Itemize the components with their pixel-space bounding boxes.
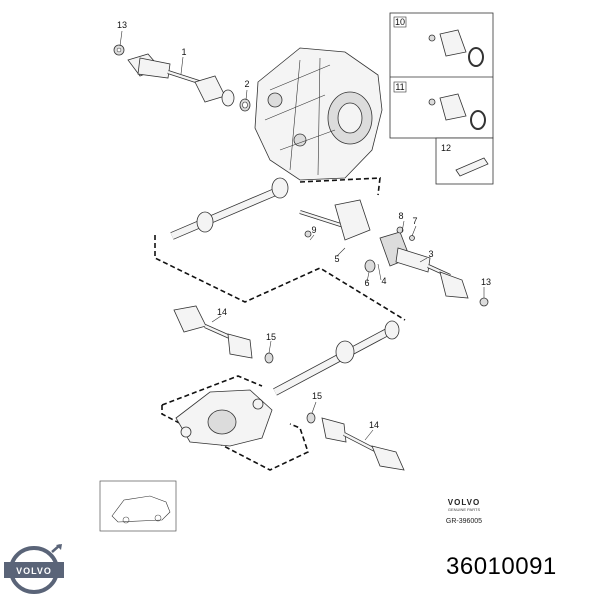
callout-11: 11 xyxy=(395,82,404,92)
inset-box-10-11 xyxy=(389,12,494,139)
callout-14-upper: 14 xyxy=(217,307,227,317)
leader-lines xyxy=(119,30,485,441)
callout-14-lower: 14 xyxy=(369,420,379,430)
callout-3: 3 xyxy=(428,249,433,259)
callout-15-lower: 15 xyxy=(312,391,322,401)
group-outline-upper-right xyxy=(299,177,381,196)
bearing-parts xyxy=(304,226,415,273)
callout-4: 4 xyxy=(381,276,386,286)
volvo-logo: VOLVO xyxy=(4,544,64,594)
transmission-housing xyxy=(254,47,383,181)
diagram-logo-sub: GENUINE PARTS xyxy=(448,507,481,512)
callout-13-upper: 13 xyxy=(117,20,127,30)
callout-10: 10 xyxy=(395,17,405,27)
drawing-reference: GR-396005 xyxy=(446,518,482,525)
upper-drive-shaft xyxy=(127,53,235,107)
callout-9: 9 xyxy=(311,225,316,235)
callout-6: 6 xyxy=(364,278,369,288)
group-outline-lower xyxy=(161,375,263,406)
callout-12: 12 xyxy=(441,143,451,153)
callout-numbers: 13 1 2 10 11 12 8 7 9 3 5 4 6 13 14 15 1… xyxy=(117,17,491,430)
callout-13-lower: 13 xyxy=(481,277,491,287)
callout-7: 7 xyxy=(412,216,417,226)
nut-13-upper xyxy=(113,44,125,56)
group-outline-upper xyxy=(154,235,406,321)
lower-drive-shaft xyxy=(306,412,405,471)
callout-8: 8 xyxy=(398,211,403,221)
vehicle-thumbnail xyxy=(99,480,177,532)
diagram-logo: VOLVO xyxy=(448,498,480,507)
volvo-logo-text: VOLVO xyxy=(16,566,52,576)
rear-differential xyxy=(175,389,273,447)
callout-2: 2 xyxy=(244,79,249,89)
callout-15-upper: 15 xyxy=(266,332,276,342)
callout-1: 1 xyxy=(181,47,186,57)
diagram-brand-block: VOLVO GENUINE PARTS GR-396005 xyxy=(446,498,482,525)
middle-drive-shaft xyxy=(173,305,274,364)
propeller-shaft-lower xyxy=(273,320,400,396)
propeller-shaft-upper xyxy=(170,177,289,240)
inset-box-12 xyxy=(435,137,494,185)
part-number: 36010091 xyxy=(446,553,557,580)
right-drive-shaft xyxy=(299,199,489,307)
seal-ring-upper xyxy=(239,98,251,112)
callout-5: 5 xyxy=(334,254,339,264)
